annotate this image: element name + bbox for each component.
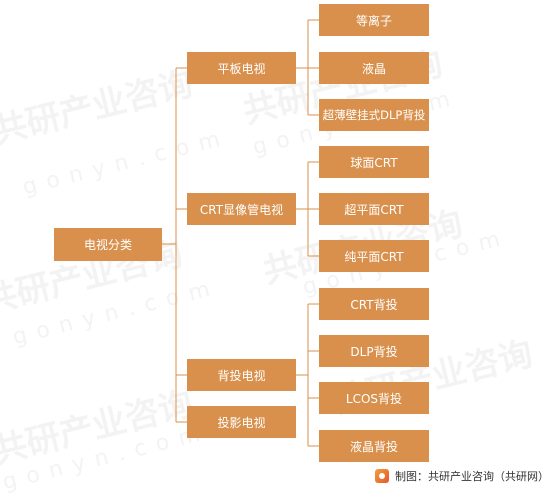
leaf-node: DLP背投 (319, 335, 429, 367)
logo-icon (375, 469, 389, 483)
leaf-node: LCOS背投 (319, 382, 429, 414)
root-node: 电视分类 (54, 228, 162, 261)
branch-node-flat-panel-tv: 平板电视 (187, 52, 296, 84)
leaf-node: 纯平面CRT (319, 240, 429, 272)
leaf-node: 球面CRT (319, 146, 429, 178)
leaf-node: CRT背投 (319, 288, 429, 320)
source-credit-text: 制图：共研产业咨询（共研网） (395, 470, 549, 483)
leaf-node: 液晶背投 (319, 430, 429, 462)
branch-node-rear-projection-tv: 背投电视 (187, 359, 296, 391)
source-credit: 制图：共研产业咨询（共研网） (375, 468, 549, 484)
leaf-node: 液晶 (319, 52, 429, 84)
leaf-node: 超薄壁挂式DLP背投 (319, 99, 429, 131)
leaf-node: 等离子 (319, 4, 429, 36)
branch-node-crt-tv: CRT显像管电视 (187, 193, 296, 225)
leaf-node: 超平面CRT (319, 193, 429, 225)
branch-node-projection-tv: 投影电视 (187, 406, 296, 438)
